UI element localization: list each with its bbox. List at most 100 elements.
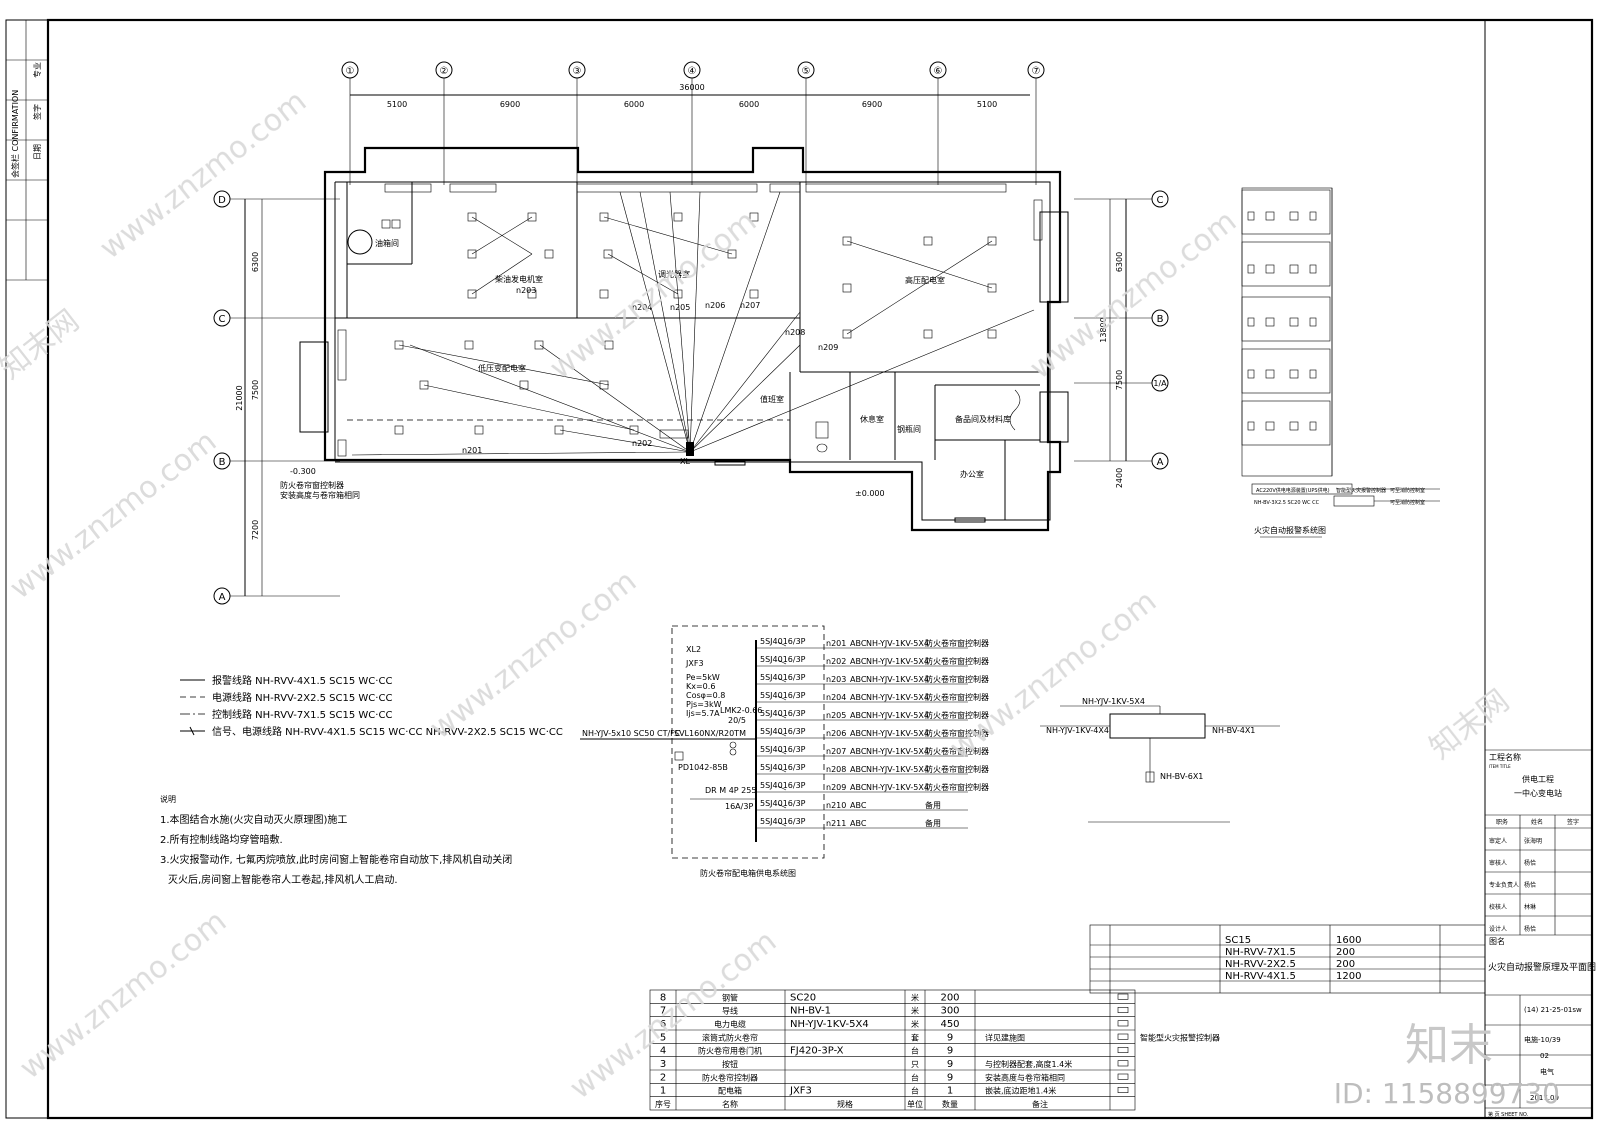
mat-row-no: 3 [660,1059,666,1070]
fire-alarm-riser: AC220V供电电源装置(UPS供电) NH-BV-3X2.5 SC20 WC … [1241,187,1440,538]
fire-alarm-devices: XL n201 n202 n203 n204 n205 n206 n207 n2… [280,183,1043,500]
mat-row-note: 嵌装,底边距地1.4米 [985,1086,1056,1096]
dist-row-id: n204 [826,693,846,702]
dist-dr2: 16A/3P [725,802,753,811]
tb-discipline: 电气 [1540,1067,1554,1076]
dist-row-cable: NH-YJV-1KV-5X4 [866,711,929,720]
note-2: 2.所有控制线路均穿管暗敷. [160,833,283,846]
mat-header: 序号 [655,1099,671,1109]
mat-row-spec: FJ420-3P-X [790,1046,844,1057]
plan-circuit-n202: n202 [632,439,652,448]
dist-row-breaker: 5SJ4016/3P [760,691,806,700]
axis-left-A: A [219,592,226,603]
dist-row-id: n211 [826,819,846,828]
cable-summary-qty: 1200 [1336,971,1361,982]
mat-row-qty: 9 [947,1032,953,1043]
mat-row-unit: 台 [911,1086,919,1096]
mat-row-unit: 米 [911,992,919,1002]
tb-sheet-footer: 第 页 SHEET NO. [1488,1111,1529,1118]
legend-2: 电源线路 NH-RVV-2X2.5 SC15 WC·CC [212,691,392,704]
watermark-5: www.znzmo.com [423,564,643,746]
dist-row-load: 防火卷帘窗控制器 [925,764,989,774]
strip-label-2: 签字 [32,104,42,120]
mat-row-no: 4 [660,1046,666,1057]
dist-box-1: XL2 [686,645,701,654]
dist-row-id: n207 [826,747,846,756]
axis-left-C: C [219,314,226,325]
dist-row-load: 备用 [925,800,941,810]
mat-header: 单位 [907,1099,923,1109]
right-axis-grid: C B 1/A A 6300 7500 2400 13800 [1074,190,1169,488]
mat-row-no: 5 [660,1032,666,1043]
axis-top-3: ③ [573,66,582,77]
dist-row-id: n209 [826,783,846,792]
axis-top-7: ⑦ [1032,66,1041,77]
mat-row-no: 8 [660,992,666,1003]
mat-row-unit: 米 [911,1019,919,1029]
axis-top-5: ⑤ [802,66,811,77]
mat-row-qty: 9 [947,1046,953,1057]
plan-circuit-n201: n201 [462,446,482,455]
dim-top-2: 6900 [500,100,520,109]
room-lv: 低压变配电室 [478,363,526,373]
plan-circuit-n205: n205 [670,303,690,312]
dim-left-3: 7200 [251,520,260,540]
dist-row-load: 防火卷帘窗控制器 [925,656,989,666]
strip-label-3: 日期 [33,144,42,160]
room-oil: 油箱间 [375,238,399,248]
dist-row-breaker: 5SJ4016/3P [760,745,806,754]
notes-title: 说明 [160,794,176,804]
dist-row-breaker: 5SJ4016/3P [760,763,806,772]
cable-summary-name: SC15 [1225,935,1251,946]
axis-top-2: ② [440,66,449,77]
mat-row-symbol-label: 智能型火灾报警控制器 [1140,1032,1220,1042]
axis-right-A: A [1157,457,1164,468]
room-office: 办公室 [960,469,984,479]
mat-row-unit: 台 [911,1072,919,1082]
riser-supply: AC220V供电电源装置(UPS供电) [1256,487,1330,494]
mat-row-name: 防火卷帘控制器 [702,1072,758,1082]
plan-circuit-n207: n207 [740,301,760,310]
dist-row-id: n206 [826,729,846,738]
dist-row-phase: ABC [850,639,867,648]
room-duty: 值班室 [760,394,784,404]
elevation-minus: -0.300 [290,467,316,476]
dim-left-1: 6300 [251,252,260,272]
tb-version: 02 [1540,1052,1549,1060]
axis-right-C: C [1157,195,1164,206]
building-plan [299,146,1069,532]
cable-summary-qty: 200 [1336,947,1355,958]
elevation-zero: ±0.000 [855,489,885,498]
riser-cable: NH-BV-3X2.5 SC20 WC CC [1254,500,1320,506]
dist-row-id: n203 [826,675,846,684]
mat-row-name: 钢管 [722,992,738,1002]
dim-left-total: 21000 [235,385,244,410]
top-axis-grid: ① ② ③ ④ ⑤ ⑥ ⑦ 36000 5100 6900 6000 6000 … [341,61,1045,185]
dist-row-load: 防火卷帘窗控制器 [925,710,989,720]
cable-summary-name: NH-RVV-2X2.5 [1225,959,1296,970]
dist-box-7: Ijs=5.7A [686,709,720,718]
dist-row-phase: ABC [850,693,867,702]
tb-date: 2017.09 [1530,1094,1559,1102]
distribution-diagram: XL2 JXF3 Pe=5kW Kx=0.6 Cosφ=0.8 Pjs=3kW … [580,625,989,878]
tb-drawing-name: 火灾自动报警原理及平面图 [1488,961,1596,973]
mat-row-no: 6 [660,1019,666,1030]
dim-top-3: 6000 [624,100,644,109]
dist-row-phase: ABC [850,801,867,810]
room-steel: 钢瓶间 [897,424,921,434]
dist-lmk2: 20/5 [728,716,746,725]
mat-row-name: 防火卷帘用卷门机 [698,1046,762,1056]
note-3: 3.火灾报警动作, 七氟丙烷喷放,此时房间窗上智能卷帘自动放下,排风机自动关闭 [160,853,512,866]
dist-box-5: Cosφ=0.8 [686,691,725,700]
dim-top-5: 6900 [862,100,882,109]
room-diesel: 柴油发电机室 [495,274,543,284]
dist-box-4: Kx=0.6 [686,682,715,691]
dist-title: 防火卷帘配电箱供电系统图 [700,868,796,878]
dist-row-load: 防火卷帘窗控制器 [925,728,989,738]
mat-row-qty: 9 [947,1059,953,1070]
dist-row-phase: ABC [850,657,867,666]
dist-row-breaker: 5SJ4016/3P [760,655,806,664]
dist-row-phase: ABC [850,675,867,684]
